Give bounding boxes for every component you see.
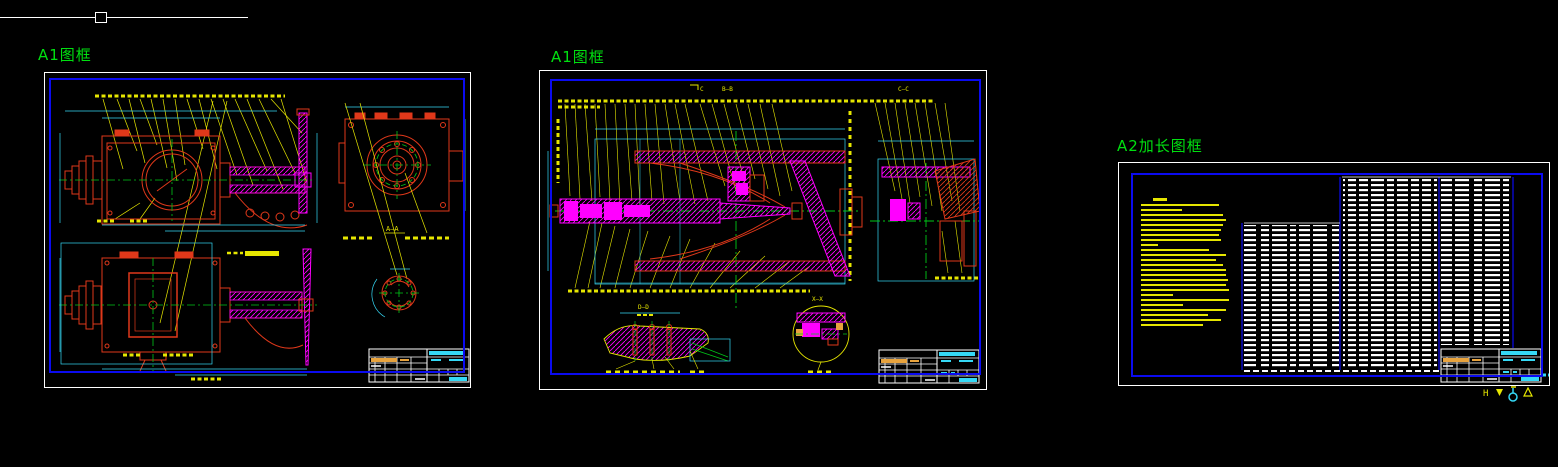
gearbox-front-view[interactable] (64, 108, 312, 229)
cut-letter: C (700, 86, 704, 93)
sheet-a1-middle[interactable]: C B—B C—C (539, 70, 987, 390)
right-section-view[interactable] (870, 140, 981, 282)
main-section-view[interactable] (547, 128, 863, 311)
dimensions-end (345, 106, 466, 211)
title-block (1440, 348, 1542, 383)
dimensions-plan (59, 242, 307, 376)
drawing-shaft-section: C B—B C—C (547, 84, 981, 384)
triangle-up-icon (1523, 386, 1533, 397)
bolt-circle-detail-aa[interactable]: A—A (344, 102, 419, 318)
section-bb-label: B—B (722, 86, 733, 93)
stray-entity-line[interactable] (0, 17, 248, 18)
centerlines-end (363, 131, 431, 199)
sheet-label-a2[interactable]: A2加长图框 (1117, 137, 1203, 155)
dimensions-front (59, 110, 318, 232)
triangle-down-icon (1496, 389, 1503, 396)
centerlines-plan (59, 258, 317, 373)
sheet-label-a1-middle[interactable]: A1图框 (551, 48, 605, 66)
table-column-c (1441, 179, 1511, 345)
note-highlight-bar (245, 251, 279, 256)
section-cc-label: C—C (898, 86, 909, 93)
h-mark: H (1483, 389, 1488, 399)
grip-handle[interactable] (95, 12, 107, 23)
drawing-gearbox-assembly: A—A (59, 94, 470, 383)
sheet-a1-left[interactable]: A—A (44, 72, 471, 388)
title-block (878, 349, 980, 384)
gearbox-plan-view[interactable] (64, 248, 314, 372)
annotation-symbols: H (1483, 386, 1533, 402)
technical-notes-block[interactable] (1141, 198, 1229, 326)
balloon-icon (1508, 392, 1518, 402)
detail-xx-label: X—X (812, 296, 823, 303)
detail-dd[interactable]: D—D (603, 304, 731, 374)
gearbox-end-view[interactable] (338, 112, 464, 212)
table-column-b (1343, 179, 1437, 367)
title-block (368, 348, 470, 383)
table-column-a (1244, 225, 1339, 367)
sheet-label-a1-left[interactable]: A1图框 (38, 46, 92, 64)
drawing-parts-list (1141, 176, 1549, 383)
detail-xx[interactable]: X—X (792, 296, 850, 374)
sheet-a2-right[interactable] (1118, 162, 1550, 386)
centerlines-front (59, 139, 315, 221)
detail-aa-label: A—A (386, 225, 399, 233)
parts-table[interactable] (1241, 176, 1514, 372)
detail-dd-label: D—D (638, 304, 649, 311)
section-cut-mark: C (690, 84, 704, 93)
